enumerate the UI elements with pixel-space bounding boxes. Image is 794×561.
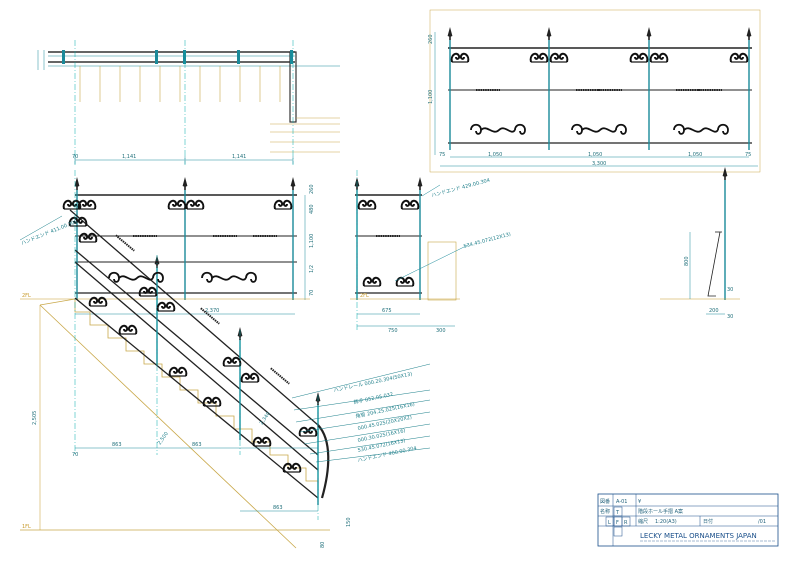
floor-2fl-side: 2FL <box>360 293 369 299</box>
dim-right-1100: 1,100 <box>428 90 434 104</box>
dim-front-right: 1,141 <box>232 154 246 160</box>
dim-small-800: 800 <box>684 256 690 266</box>
title-sheet: /01 <box>758 519 766 525</box>
callout-ornament: 飾手 052.05.032 <box>353 391 394 406</box>
dim-stair-150: 150 <box>346 517 352 527</box>
svg-text:2,500: 2,500 <box>157 431 170 446</box>
dim-front-left: 1,141 <box>122 154 136 160</box>
dim-stair-863-b: 863 <box>192 442 202 448</box>
dim-side-750: 750 <box>388 328 398 334</box>
floor-1fl: 1FL <box>22 524 31 530</box>
dim-small-30b: 30 <box>727 314 733 320</box>
right-elevation: 260 1,100 1,050 1,050 1,050 3,300 75 75 <box>428 9 761 173</box>
dim-right-1050-c: 1,050 <box>688 152 702 158</box>
dim-side-675: 675 <box>382 308 392 314</box>
title-block: 図番 A-01 ¥ 名称 階段ホール手摺 A案 縮尺 1:20(A3) 日付 /… <box>597 493 779 547</box>
dim-stair-863-a: 863 <box>112 442 122 448</box>
callout-side-bar: 534.45.072(12X13) <box>463 232 512 250</box>
dim-right-75-r: 75 <box>745 152 751 158</box>
dim-right-1050-b: 1,050 <box>588 152 602 158</box>
dim-left-gap: 70 <box>72 154 78 160</box>
dim-right-260: 260 <box>428 34 434 44</box>
dim-stair-left-bottom: 70 <box>72 452 78 458</box>
svg-text:¥: ¥ <box>638 499 641 505</box>
title-drawing-no: A-01 <box>616 499 627 505</box>
dim-small-30: 30 <box>727 287 733 293</box>
dim-side-300: 300 <box>436 328 446 334</box>
dim-front-v-70: 70 <box>309 290 315 296</box>
dim-stair-2505: 2,505 <box>32 411 38 425</box>
title-name: 階段ホール手摺 A案 <box>638 508 683 515</box>
view-f: F <box>616 520 619 526</box>
floor-2fl: 2FL <box>22 293 31 299</box>
stair-elevation: 1,141 1,141 70 260 480 1,100 1/2 70 <box>19 154 431 549</box>
svg-text:2,340: 2,340 <box>259 411 272 426</box>
dim-stair-863-c: 863 <box>273 505 283 511</box>
dim-right-total: 3,300 <box>592 161 606 167</box>
title-name-label: 名称 <box>600 508 610 515</box>
side-elevation: 2FL 675 750 300 ハンドエンド 429.00.304 534.45… <box>350 170 512 334</box>
svg-text:260: 260 <box>309 184 315 194</box>
svg-text:1,100: 1,100 <box>309 234 315 248</box>
title-scale: 1:20(A3) <box>655 519 677 525</box>
callout-handrail: ハンドレール 000.20.304(50X13) <box>333 371 413 394</box>
callout-side-handend: ハンドエンド 429.00.304 <box>431 178 491 199</box>
view-r: R <box>624 520 628 526</box>
svg-text:1/2: 1/2 <box>309 265 315 273</box>
post-section: 800 30 200 30 <box>660 167 740 320</box>
title-drawing-no-label: 図番 <box>600 498 610 505</box>
dim-right-1050-a: 1,050 <box>488 152 502 158</box>
svg-text:480: 480 <box>309 204 315 214</box>
title-date-label: 日付 <box>703 518 713 525</box>
dim-right-75-l: 75 <box>439 152 445 158</box>
company-name: LECKY METAL ORNAMENTS JAPAN <box>640 532 757 540</box>
plan-view <box>37 40 340 165</box>
svg-text:80: 80 <box>320 542 326 548</box>
view-t: T <box>615 510 620 516</box>
view-l: L <box>608 520 611 526</box>
title-scale-label: 縮尺 <box>638 518 648 525</box>
dim-front-total: 2,370 <box>205 308 219 314</box>
dim-small-200: 200 <box>709 308 719 314</box>
